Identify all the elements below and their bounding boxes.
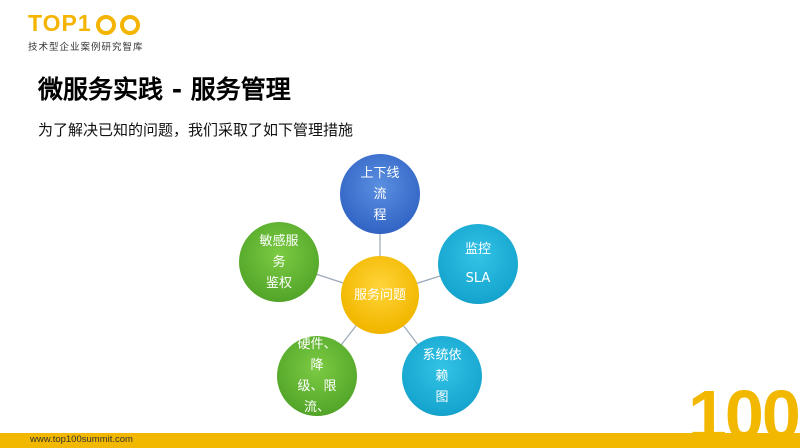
logo-ring-icon [119, 14, 140, 35]
node-text: 系统依赖 图 [402, 345, 482, 408]
node-deploy-process: 上下线流 程 [340, 154, 420, 234]
node-text: 上下线流 程 [340, 163, 420, 226]
node-line: 程 [373, 207, 387, 223]
node-line: 级、限流、 [297, 379, 337, 415]
node-line: 监控 [464, 242, 491, 257]
logo-wordmark: TOP1 [28, 10, 144, 37]
logo-tagline: 技术型企业案例研究智库 [28, 42, 144, 53]
node-text: 硬件、降 级、限流、 [277, 334, 357, 418]
node-monitoring-sla: 监控 SLA [438, 224, 518, 304]
node-line: 图 [435, 389, 449, 405]
footer-bar [0, 433, 800, 448]
node-line: 鉴权 [265, 275, 292, 291]
footer-url: www.top100summit.com [30, 434, 133, 445]
logo-brand-text: TOP1 [28, 10, 92, 36]
node-dependency-graph: 系统依赖 图 [402, 336, 482, 416]
node-line: 系统依赖 [422, 347, 462, 384]
slide-title: 微服务实践 - 服务管理 [38, 75, 291, 104]
node-line: 服务问题 [353, 287, 406, 303]
logo: TOP1 技术型企业案例研究智库 [28, 10, 144, 53]
node-line: 上下线流 [360, 165, 400, 202]
slide-subtitle: 为了解决已知的问题，我们采取了如下管理措施 [38, 121, 354, 139]
node-text: 监控 SLA [445, 239, 511, 289]
node-text: 敏感服务 鉴权 [239, 231, 319, 294]
node-hardware-degrade-limit: 硬件、降 级、限流、 [277, 336, 357, 416]
logo-ring-icon [95, 14, 116, 35]
node-line: 硬件、降 [297, 337, 337, 373]
node-sensitive-auth: 敏感服务 鉴权 [239, 222, 319, 302]
node-line: 敏感服务 [259, 233, 299, 270]
node-center-service-issues: 服务问题 [341, 256, 419, 334]
node-line: SLA [465, 271, 491, 286]
